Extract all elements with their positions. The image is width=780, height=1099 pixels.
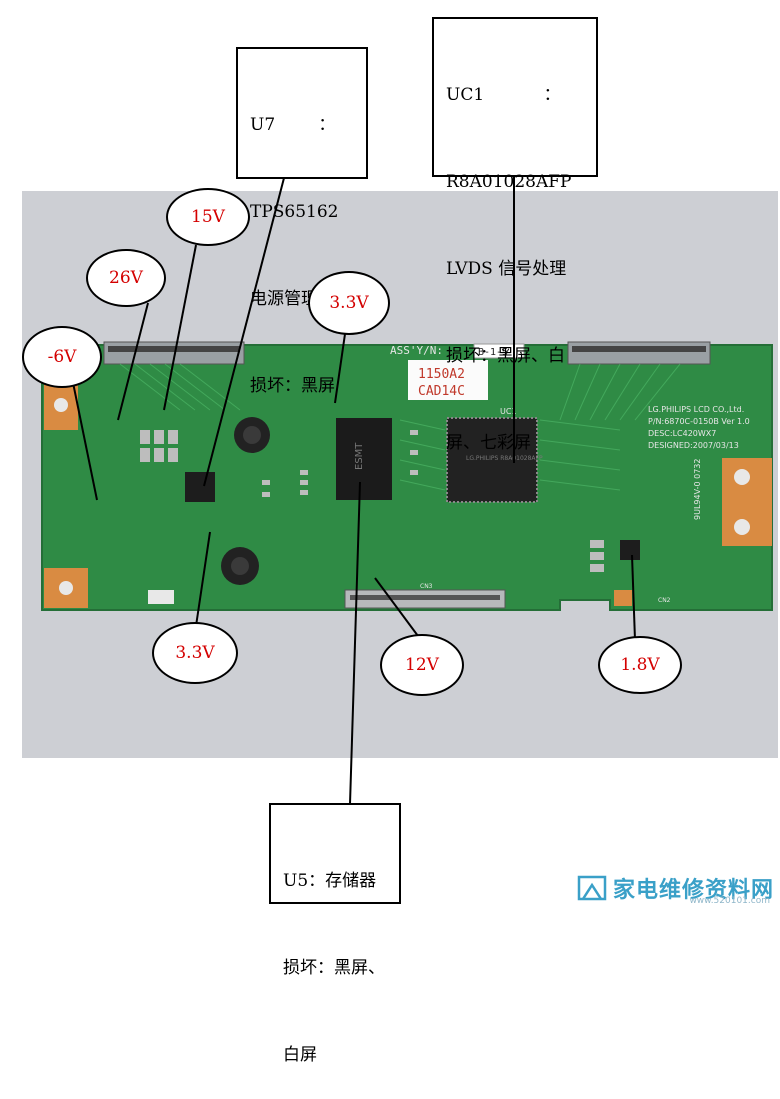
board-assy: ASS'Y/N: — [390, 344, 443, 357]
small-components — [140, 430, 604, 572]
board-handwritten-1: 1150A2 — [418, 367, 465, 382]
watermark-url: www.520101.com — [689, 896, 770, 906]
callout-uc1-line-1: UC1 ： — [446, 85, 561, 105]
callout-u5: U5：存储器 损坏：黑屏、 白屏 — [269, 803, 401, 1065]
callout-u7-line-4: 损坏：黑屏 — [250, 376, 335, 396]
callout-uc1: UC1 ： R8A01028AFP LVDS 信号处理 损坏：黑屏、白 屏、七彩… — [432, 17, 598, 453]
voltage-1v8: 1.8V — [598, 636, 682, 694]
board-handwritten-2: CAD14C — [418, 384, 465, 399]
board-side-code: 9UL94V-0 0732 — [693, 459, 702, 520]
voltage-3v3-top: 3.3V — [308, 271, 390, 335]
callout-u7-line-1: U7 ： — [250, 115, 336, 135]
board-cn3: CN3 — [420, 583, 433, 590]
voltage-15v: 15V — [166, 188, 250, 246]
callout-uc1-line-3: LVDS 信号处理 — [446, 259, 567, 279]
pcb-board — [41, 344, 773, 611]
board-pn: P/N:6870C-0150B Ver 1.0 — [648, 417, 750, 426]
board-cn2: CN2 — [658, 597, 671, 604]
chip-u5 — [336, 418, 392, 500]
board-desc: DESC:LC420WX7 — [648, 429, 716, 438]
board-designed: DESIGNED:2007/03/13 — [648, 441, 739, 450]
leader-lines — [69, 175, 636, 805]
callout-uc1-line-4: 损坏：黑屏、白 — [446, 346, 565, 366]
watermark-text: 家电维修资料网 — [612, 878, 774, 903]
callout-u7: U7 ： TPS65162 电源管理 损坏：黑屏 — [236, 47, 368, 396]
callout-u7-line-2: TPS65162 — [250, 202, 339, 222]
callout-uc1-line-2: R8A01028AFP — [446, 172, 572, 192]
voltage-26v: 26V — [86, 249, 166, 307]
chip-uc1 — [446, 417, 538, 503]
board-assy-code: B-1-5 — [478, 347, 508, 358]
chip-u7 — [185, 472, 215, 502]
voltage-3v3-bottom: 3.3V — [152, 622, 238, 684]
board-uc1-label: UC1 — [500, 407, 517, 416]
callout-u7-line-3: 电源管理 — [250, 289, 318, 309]
connector-top-right — [567, 341, 711, 365]
chip-u5-label: ESMT — [354, 442, 365, 470]
board-mfr: LG.PHILIPS LCD CO.,Ltd. — [648, 405, 744, 414]
callout-u5-line-1: U5：存储器 — [283, 871, 377, 891]
board-svg: ASS'Y/N: B-1-5 1150A2 CAD14C UC1 LG.PHIL… — [41, 175, 773, 805]
watermark: 家电维修资料网 www.520101.com — [577, 872, 774, 906]
chip-uc1-label: LG.PHILIPS R8A01028AFP — [466, 455, 543, 462]
callout-u5-line-3: 白屏 — [283, 1045, 317, 1065]
callout-u5-line-2: 损坏：黑屏、 — [283, 958, 385, 978]
voltage-12v: 12V — [380, 634, 464, 696]
callout-uc1-line-5: 屏、七彩屏 — [446, 433, 531, 453]
voltage-neg6v: -6V — [22, 326, 102, 388]
watermark-logo-icon — [577, 875, 607, 901]
